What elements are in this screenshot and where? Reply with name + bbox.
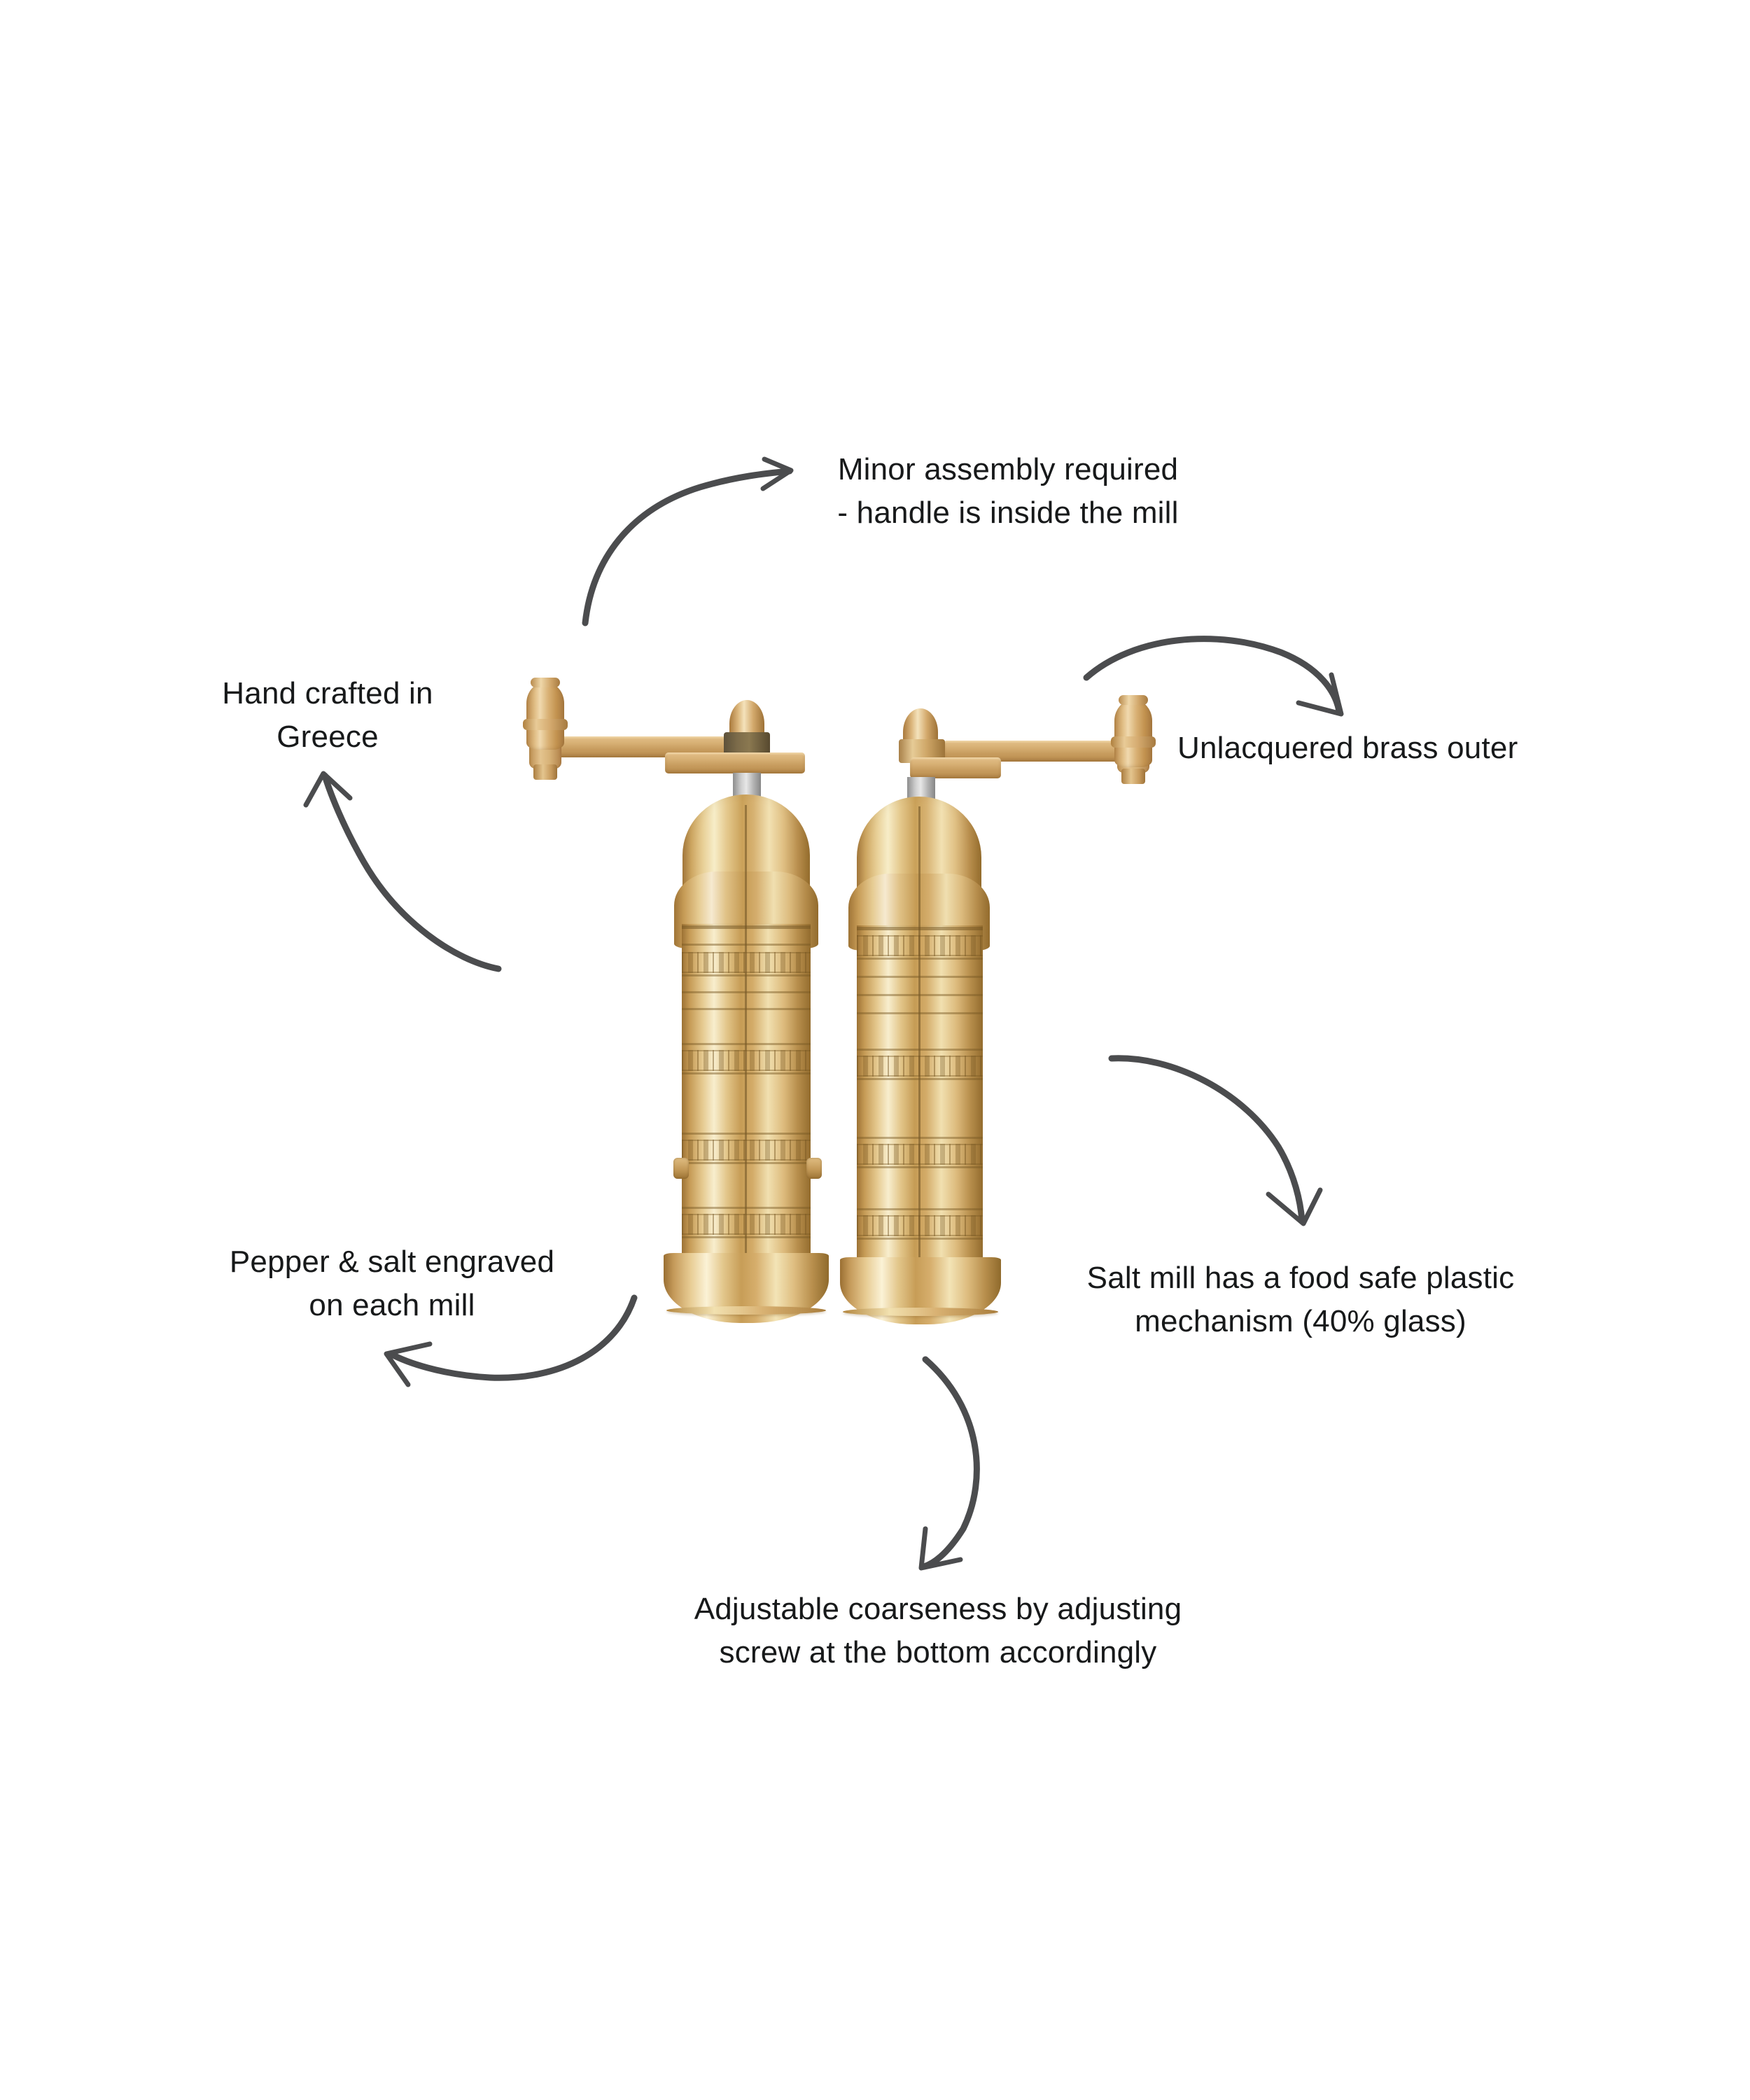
salt-engraved-band bbox=[857, 1144, 983, 1165]
crank-arm-inner bbox=[910, 757, 1001, 778]
salt-ring bbox=[857, 927, 983, 930]
salt-base-lip bbox=[843, 1308, 998, 1316]
callout-hand-crafted: Hand crafted in Greece bbox=[222, 676, 433, 755]
salt-ring bbox=[857, 994, 983, 996]
salt-ring bbox=[857, 1208, 983, 1210]
crank-knob-foot bbox=[533, 764, 557, 780]
callout-minor-assembly: Minor assembly required - handle is insi… bbox=[837, 452, 1179, 531]
salt-engraved-band bbox=[857, 1056, 983, 1077]
pepper-engraved-band bbox=[682, 1140, 811, 1161]
callout-unlacquered-brass: Unlacquered brass outer bbox=[1177, 731, 1518, 765]
pepper-cap-hex-nut bbox=[724, 732, 770, 756]
crank-knob bbox=[523, 678, 568, 750]
callout-pepper-salt-engraved: Pepper & salt engraved on each mill bbox=[229, 1245, 555, 1323]
salt-ring bbox=[857, 1238, 983, 1240]
crank-arm-inner bbox=[665, 752, 805, 774]
salt-ring bbox=[857, 1137, 983, 1139]
salt-engraved-band bbox=[857, 1215, 983, 1236]
salt-engraved-band bbox=[857, 935, 983, 956]
salt-ring bbox=[857, 1012, 983, 1014]
pepper-engraved-band bbox=[682, 952, 811, 973]
pepper-base-lip bbox=[666, 1306, 826, 1315]
pepper-ring bbox=[682, 1072, 811, 1074]
pepper-ring bbox=[682, 1043, 811, 1045]
pepper-ring bbox=[682, 925, 811, 929]
crank-knob-foot bbox=[1121, 769, 1145, 784]
callout-salt-mechanism: Salt mill has a food safe plastic mechan… bbox=[1086, 1261, 1515, 1339]
salt-ring bbox=[857, 958, 983, 960]
salt-ring bbox=[857, 976, 983, 978]
pepper-ring bbox=[682, 991, 811, 993]
pepper-ring bbox=[682, 1162, 811, 1164]
pepper-ring bbox=[682, 944, 811, 946]
pepper-engraved-band bbox=[682, 1214, 811, 1235]
salt-ring bbox=[857, 1049, 983, 1051]
pepper-seam-line bbox=[745, 805, 747, 1288]
salt-ring bbox=[857, 1078, 983, 1080]
salt-ring bbox=[857, 1166, 983, 1168]
salt-seam-line bbox=[918, 806, 920, 1296]
coarseness-adjust-nub-right[interactable] bbox=[806, 1158, 822, 1179]
callout-adjustable-coarseness: Adjustable coarseness by adjusting screw… bbox=[694, 1592, 1182, 1670]
pepper-engraved-band bbox=[682, 1050, 811, 1071]
pepper-ring bbox=[682, 1207, 811, 1209]
crank-knob bbox=[1111, 695, 1156, 767]
pepper-ring bbox=[682, 974, 811, 976]
pepper-ring bbox=[682, 1236, 811, 1238]
pepper-ring bbox=[682, 1008, 811, 1010]
coarseness-adjust-nub-left[interactable] bbox=[673, 1158, 689, 1179]
pepper-ring bbox=[682, 1133, 811, 1135]
